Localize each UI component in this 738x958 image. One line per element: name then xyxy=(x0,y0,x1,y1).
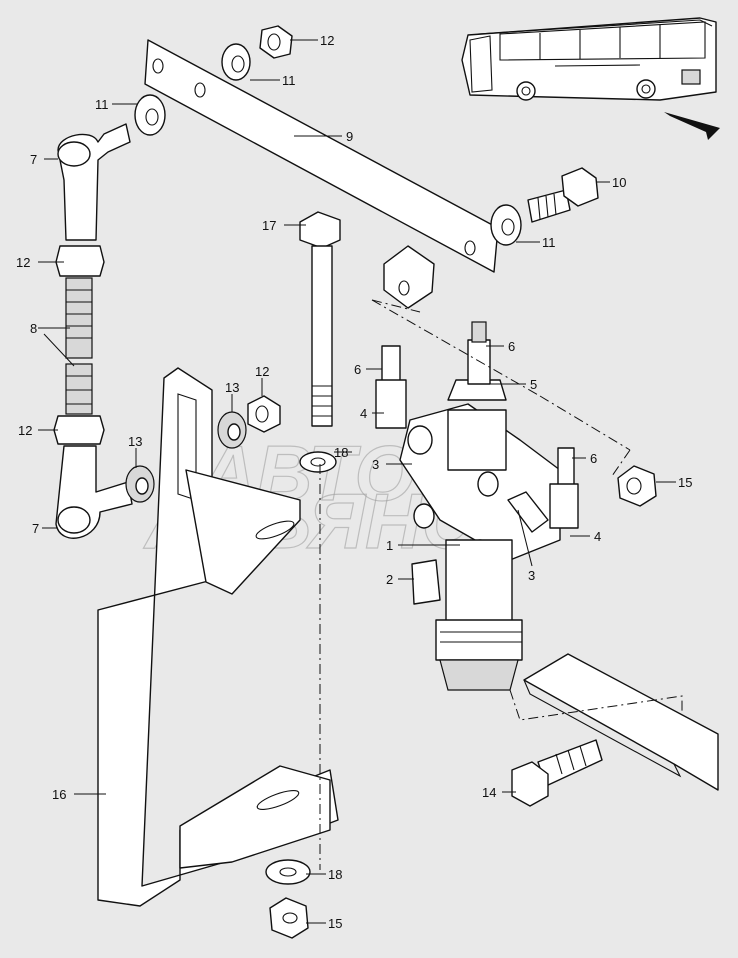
callout-label: 7 xyxy=(30,152,37,167)
callout-label: 12 xyxy=(16,255,30,270)
callout-label: 4 xyxy=(594,529,601,544)
bolt-17 xyxy=(299,211,341,473)
callout-label: 12 xyxy=(255,364,269,379)
callout-label: 3 xyxy=(372,457,379,472)
link-rod xyxy=(53,123,133,539)
callout-label: 6 xyxy=(354,362,361,377)
callout-label: 15 xyxy=(678,475,692,490)
callout-label: 6 xyxy=(590,451,597,466)
nut-15-right xyxy=(617,465,657,507)
callout-label: 2 xyxy=(386,572,393,587)
callout-label: 8 xyxy=(30,321,37,336)
lever-arm xyxy=(144,39,499,273)
callout-label: 11 xyxy=(282,73,296,88)
callout-label: 7 xyxy=(32,521,39,536)
callout-label: 15 xyxy=(328,916,342,931)
callout-label: 4 xyxy=(360,406,367,421)
callout-label: 14 xyxy=(482,785,496,800)
bolt-14 xyxy=(511,739,603,807)
callout-label: 1 xyxy=(386,538,393,553)
middle-hardware xyxy=(125,395,281,503)
bracket-16 xyxy=(97,367,339,907)
alignment-lines xyxy=(319,299,683,870)
bus-illustration xyxy=(461,17,720,140)
callout-label: 13 xyxy=(128,434,142,449)
block-nut xyxy=(383,245,435,309)
callouts: 12 11 11 9 7 10 11 17 12 8 6 5 12 13 6 4… xyxy=(16,33,692,931)
callout-label: 11 xyxy=(95,97,109,112)
callout-label: 17 xyxy=(262,218,276,233)
callout-label: 6 xyxy=(508,339,515,354)
callout-label: 10 xyxy=(612,175,626,190)
mounting-bar xyxy=(523,653,719,791)
valve-body xyxy=(375,321,579,691)
callout-label: 11 xyxy=(542,235,556,250)
bolt-10 xyxy=(527,167,599,223)
callout-label: 9 xyxy=(346,129,353,144)
callout-label: 3 xyxy=(528,568,535,583)
callout-label: 18 xyxy=(328,867,342,882)
callout-label: 12 xyxy=(18,423,32,438)
callout-label: 12 xyxy=(320,33,334,48)
callout-label: 16 xyxy=(52,787,66,802)
callout-label: 13 xyxy=(225,380,239,395)
top-hardware xyxy=(134,25,522,246)
callout-label: 5 xyxy=(530,377,537,392)
bottom-hardware xyxy=(265,859,311,939)
callout-label: 18 xyxy=(334,445,348,460)
